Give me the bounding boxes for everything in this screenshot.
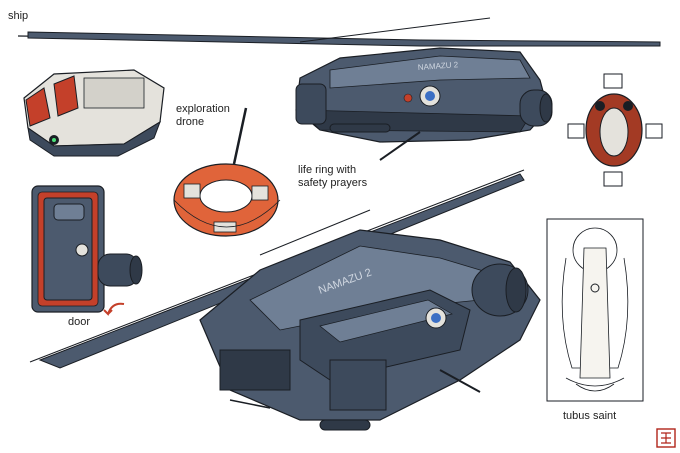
door-illustration (31, 185, 143, 313)
exploration-drone-illustration (23, 69, 165, 157)
label-drone-line1: exploration (176, 103, 230, 115)
label-drone-line2: drone (176, 116, 205, 128)
life-ring-illustration (173, 107, 281, 237)
label-door: door (68, 316, 91, 328)
label-ring-line1: life ring with (298, 164, 357, 176)
label-life-ring: life ring with safety prayers (298, 164, 378, 190)
label-tubus-saint: tubus saint (563, 410, 617, 422)
label-ship: ship (8, 10, 29, 22)
curved-arrow-icon (103, 302, 125, 316)
hull-marking-top: NAMAZU 2 (418, 60, 460, 72)
seal-stamp-icon (656, 428, 676, 448)
frog-idol-illustration (567, 73, 663, 187)
label-ring-line2: safety prayers (298, 177, 368, 189)
label-exploration-drone: exploration drone (176, 103, 256, 129)
tubus-saint-illustration (546, 218, 644, 402)
